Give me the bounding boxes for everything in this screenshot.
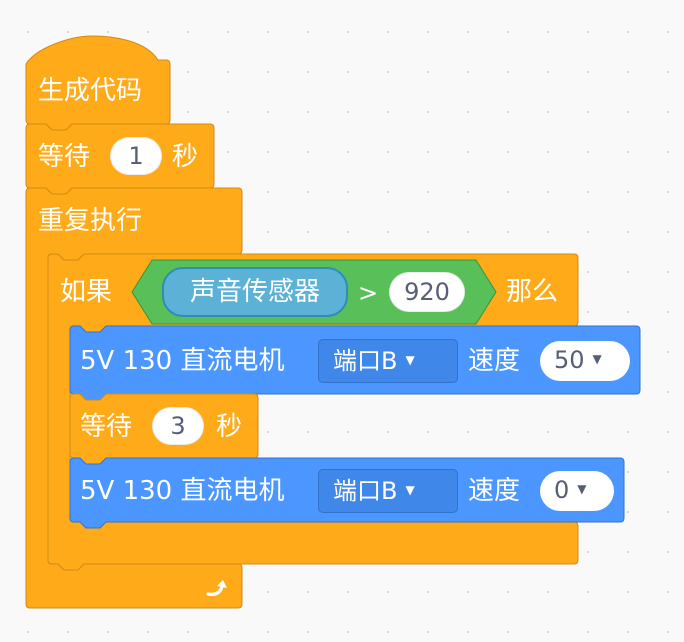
sound-sensor-reporter[interactable]: 声音传感器 xyxy=(162,267,348,317)
caret-down-icon: ▼ xyxy=(592,352,602,366)
if-label: 如果 xyxy=(60,277,113,307)
motor-label: 5V 130 直流电机 xyxy=(80,346,285,376)
speed-dropdown[interactable]: 50 ▼ xyxy=(540,341,630,381)
caret-down-icon: ▼ xyxy=(405,353,415,367)
wait-label: 等待 xyxy=(38,142,91,172)
greater-than-symbol: > xyxy=(358,279,379,307)
caret-down-icon: ▼ xyxy=(577,482,587,496)
wait-unit-label: 秒 xyxy=(172,142,199,172)
port-dropdown[interactable]: 端口B ▼ xyxy=(318,339,458,383)
speed-value: 0 xyxy=(554,476,570,504)
port-value: 端口B xyxy=(333,477,398,505)
speed-label: 速度 xyxy=(468,346,521,376)
wait-seconds-input[interactable]: 3 xyxy=(152,407,204,445)
hat-block[interactable] xyxy=(25,35,171,131)
motor-label: 5V 130 直流电机 xyxy=(80,476,285,506)
port-dropdown[interactable]: 端口B ▼ xyxy=(318,469,458,513)
caret-down-icon: ▼ xyxy=(405,483,415,497)
then-label: 那么 xyxy=(506,277,559,307)
forever-label: 重复执行 xyxy=(38,206,143,236)
loop-arrow-icon xyxy=(206,580,227,596)
port-value: 端口B xyxy=(333,347,398,375)
wait-label: 等待 xyxy=(80,412,133,442)
wait-unit-label: 秒 xyxy=(216,412,243,442)
threshold-input[interactable]: 920 xyxy=(389,272,465,312)
speed-dropdown[interactable]: 0▼ xyxy=(540,471,614,511)
speed-value: 50 xyxy=(554,346,585,374)
wait-seconds-input[interactable]: 1 xyxy=(110,137,162,175)
hat-label: 生成代码 xyxy=(38,76,143,106)
speed-label: 速度 xyxy=(468,476,521,506)
